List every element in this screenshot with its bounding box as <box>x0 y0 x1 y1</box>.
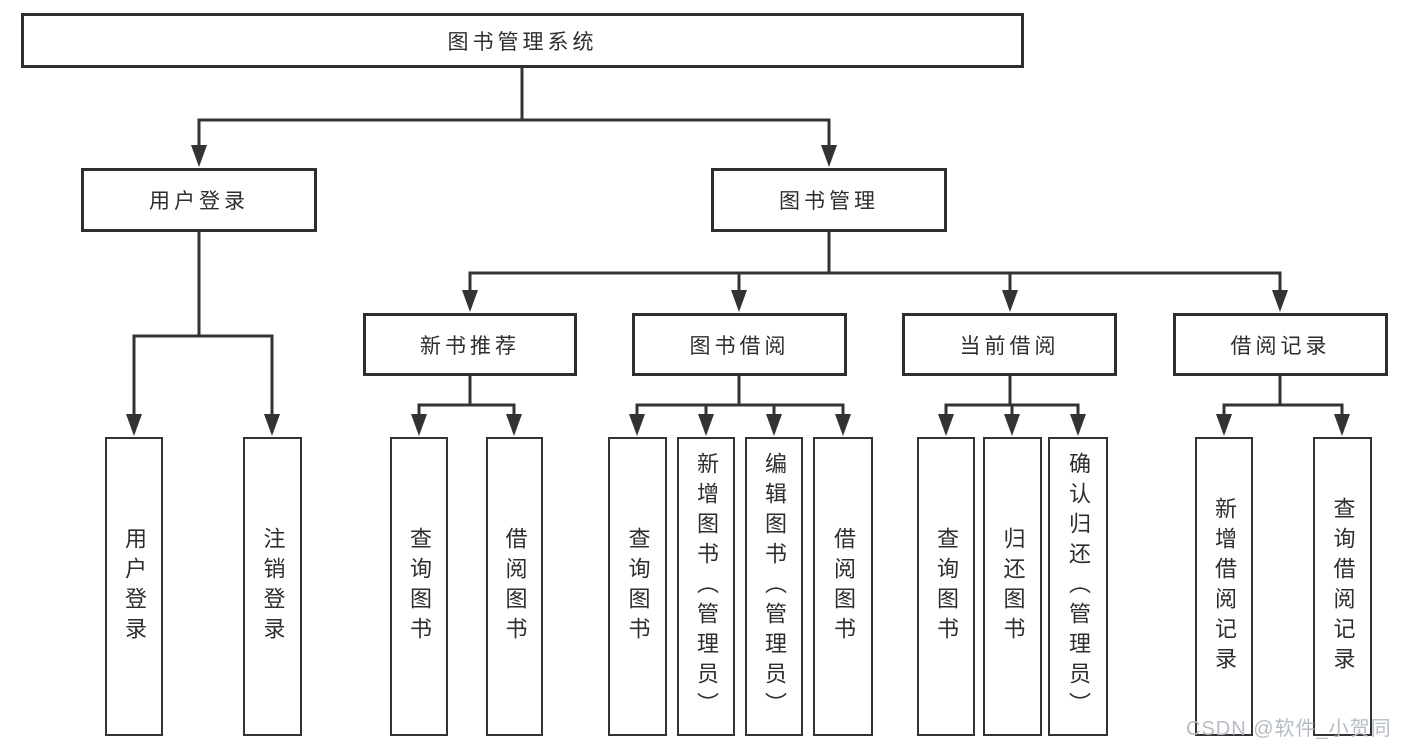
leaf-borrow-books-recommend: 借阅图书 <box>486 437 543 736</box>
node-new-book-recommendation: 新书推荐 <box>363 313 577 376</box>
leaf-borrow-books: 借阅图书 <box>813 437 873 736</box>
leaf-add-books-admin: 新增图书（管理员） <box>677 437 735 736</box>
leaf-query-books-borrowing: 查询图书 <box>608 437 667 736</box>
node-book-management: 图书管理 <box>711 168 947 232</box>
leaf-logout: 注销登录 <box>243 437 302 736</box>
leaf-user-login: 用户登录 <box>105 437 163 736</box>
leaf-query-borrow-record: 查询借阅记录 <box>1313 437 1372 736</box>
arrowheads <box>126 145 1350 436</box>
node-book-borrowing: 图书借阅 <box>632 313 847 376</box>
leaf-confirm-return-admin: 确认归还（管理员） <box>1048 437 1108 736</box>
leaf-edit-books-admin: 编辑图书（管理员） <box>745 437 803 736</box>
node-user-login: 用户登录 <box>81 168 317 232</box>
watermark: CSDN @软件_小贺同学 <box>1186 718 1392 740</box>
leaf-query-books-current: 查询图书 <box>917 437 975 736</box>
leaf-add-borrow-record: 新增借阅记录 <box>1195 437 1253 736</box>
node-root: 图书管理系统 <box>21 13 1024 68</box>
leaf-query-books-recommend: 查询图书 <box>390 437 448 736</box>
node-borrowing-records: 借阅记录 <box>1173 313 1388 376</box>
node-current-borrowing: 当前借阅 <box>902 313 1117 376</box>
leaf-return-books: 归还图书 <box>983 437 1042 736</box>
